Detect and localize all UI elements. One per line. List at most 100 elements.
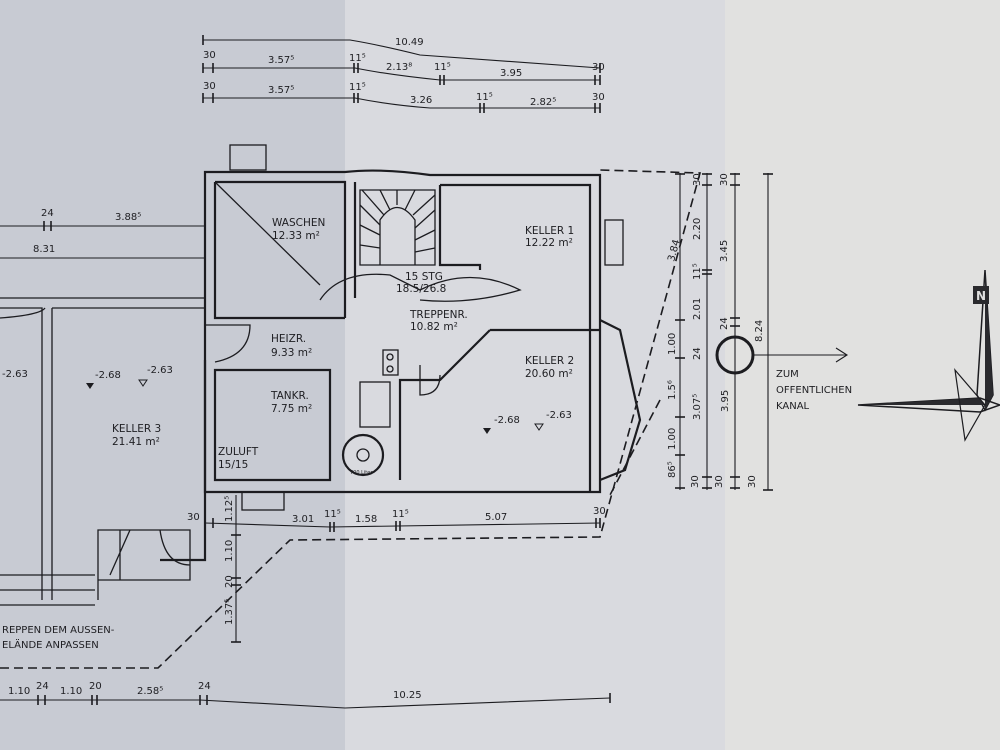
dim-label: 8.31 [33,244,55,255]
dim-label: 30 [592,62,605,73]
dim-label: 30 [747,475,758,488]
dim-label: 30 [592,92,605,103]
heating-equipment: 700 Liter [341,349,399,477]
svg-text:ELÄNDE ANPASSEN: ELÄNDE ANPASSEN [2,638,99,651]
svg-text:20.60 m²: 20.60 m² [525,368,573,380]
room-keller-1: KELLER 112.22 m² [525,225,574,249]
dim-label: 10.25 [393,690,422,701]
dim-label: 20 [89,681,102,692]
svg-text:KELLER 1: KELLER 1 [525,225,574,237]
room-treppenraum: TREPPENR.10.82 m² [409,309,468,333]
paper-right [725,0,1000,750]
dim-label: 3.01 [292,514,314,525]
dim-label: 2.01 [692,298,703,320]
dim-label: 20 [224,575,235,588]
dim-label: 24 [198,681,211,692]
arrow-right-icon [835,347,849,363]
dim-label: 11⁵ [349,53,366,64]
tank-label: 700 Liter [350,470,373,476]
dim-label: 10.49 [395,37,424,48]
dim-label: 3.95 [720,390,731,412]
svg-text:OFFENTLICHEN: OFFENTLICHEN [776,385,852,396]
svg-text:18.5/26.8: 18.5/26.8 [396,283,446,295]
dim-label: 1.5⁶ [667,380,678,400]
note: REPPEN DEM AUSSEN- ELÄNDE ANPASSEN [2,625,115,651]
paper-middle [345,0,725,750]
svg-text:15 STG: 15 STG [405,271,443,283]
dim-label: 11⁵ [324,509,341,520]
room-heizraum: HEIZR. 9.33 m² [271,333,312,359]
dim-label: 30 [203,50,216,61]
dim-label: 3.45 [719,240,730,262]
svg-text:12.22 m²: 12.22 m² [525,237,573,249]
dim-label: 2.13⁸ [386,62,412,73]
dim-label: 1.37⁵ [224,599,235,625]
top-dimensions: 10.49 30 3.57⁵ 11⁵ 2.13⁸ 11⁵ 3.95 30 30 … [202,35,605,113]
dim-label: 2.20 [692,218,703,240]
dim-label: 30 [719,173,730,186]
dim-label: 30 [714,475,725,488]
dim-label: 24 [36,681,49,692]
left-dimensions: 24 3.88⁵ 8.31 [0,208,205,259]
dim-label: 3.26 [410,95,432,106]
walls [0,144,642,606]
dim-label: 11⁵ [434,62,451,73]
doors [159,324,441,566]
dim-label: 30 [692,173,703,186]
svg-text:KANAL: KANAL [776,401,810,412]
paper-left [0,0,345,750]
dim-label: 1.10 [60,686,82,697]
dim-label: 24 [719,317,730,330]
svg-text:ZUM: ZUM [776,369,799,380]
dim-label: 30 [593,506,606,517]
svg-text:KELLER 2: KELLER 2 [525,355,574,367]
dim-label: 1.10 [224,540,235,562]
dim-label: 24 [692,347,703,360]
dim-label: 30 [187,512,200,523]
dim-label: 11⁵ [476,92,493,103]
dim-label: 24 [41,208,54,219]
dim-label: 30 [690,475,701,488]
dim-label: 1.10 [8,686,30,697]
room-keller-2: KELLER 220.60 m² [525,355,574,380]
svg-text:WASCHEN: WASCHEN [272,217,325,229]
dim-label: 11⁵ [349,82,366,93]
svg-text:TANKR.: TANKR. [270,390,309,402]
svg-text:HEIZR.: HEIZR. [271,333,306,345]
svg-text:REPPEN DEM AUSSEN-: REPPEN DEM AUSSEN- [2,625,115,636]
dim-label: 3.57⁵ [268,55,294,66]
right-dimensions: 3.84 1.00 1.5⁶ 1.00 86⁵ 30 30 2.20 11⁵ 2… [666,173,773,491]
drain-pipe [609,399,661,496]
svg-text:10.82 m²: 10.82 m² [410,321,458,333]
level-markers: -2.63 -2.68 -2.63 -2.68 -2.63 [2,365,572,434]
level: -2.63 [2,369,28,380]
svg-text:7.75 m²: 7.75 m² [271,403,312,415]
dim-label: 11⁵ [392,509,409,520]
svg-text:9.33 m²: 9.33 m² [271,347,312,359]
dim-label: 3.88⁵ [115,212,141,223]
svg-text:TREPPENR.: TREPPENR. [409,309,468,321]
compass-rose-icon: N [857,269,1000,442]
level: -2.68 [494,415,520,426]
dim-label: 1.12⁵ [224,496,235,522]
level: -2.68 [95,370,121,381]
dim-label: 1.58 [355,514,377,525]
svg-text:12.33 m²: 12.33 m² [272,230,320,242]
north-letter: N [976,289,986,303]
plot-boundary [0,169,702,669]
dim-label: 2.58⁵ [137,686,163,697]
room-keller-3: KELLER 321.41 m² [112,423,161,448]
staircase [319,189,522,302]
dim-label: 1.00 [667,428,678,450]
level: -2.63 [147,365,173,376]
svg-text:21.41 m²: 21.41 m² [112,436,160,448]
dim-label: 86⁵ [667,461,678,478]
svg-text:15/15: 15/15 [218,459,248,471]
level: -2.63 [546,410,572,421]
svg-text:ZULUFT: ZULUFT [218,446,259,458]
